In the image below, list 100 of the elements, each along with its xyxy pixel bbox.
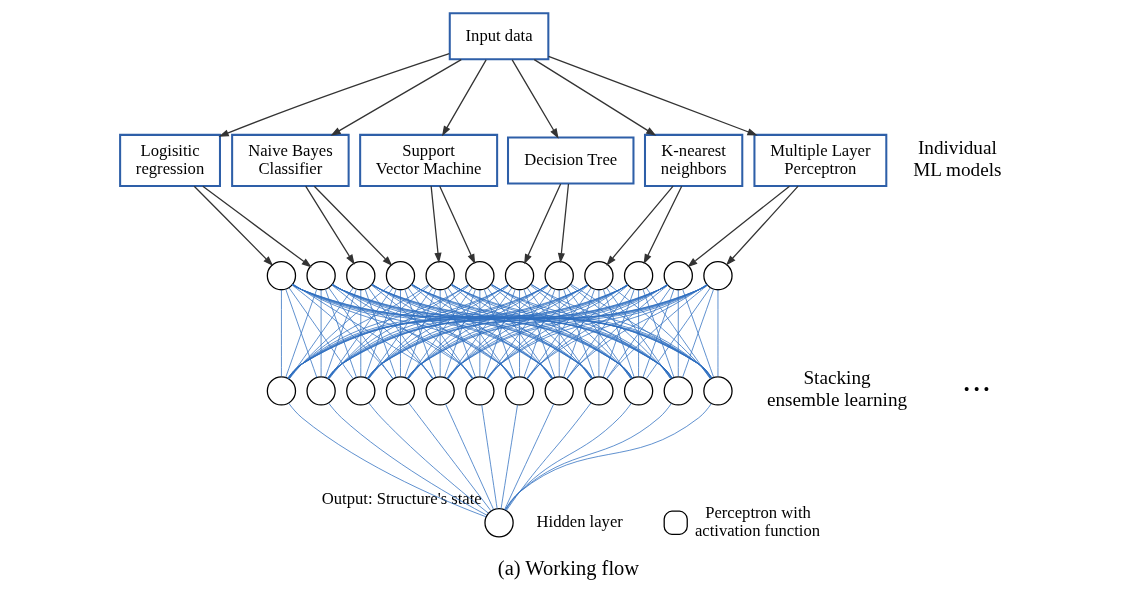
connector <box>563 289 595 378</box>
connector <box>364 289 397 378</box>
connector <box>558 289 560 377</box>
node-circle <box>425 260 455 291</box>
connector <box>288 403 487 518</box>
node-circle <box>266 260 297 291</box>
legend-label: Perceptron with activation function <box>694 503 821 541</box>
arrow <box>687 185 791 268</box>
connector <box>500 404 518 510</box>
connector <box>328 287 394 380</box>
connector <box>447 287 513 380</box>
connector <box>487 287 552 380</box>
connector <box>400 289 401 377</box>
node-circle <box>623 376 654 406</box>
connector <box>717 289 719 377</box>
node-circle <box>663 260 693 291</box>
connector <box>439 289 441 377</box>
connector <box>519 289 520 377</box>
connector <box>325 289 357 378</box>
connector <box>602 289 635 378</box>
arrow <box>439 185 476 265</box>
connector <box>481 404 498 510</box>
label: Stacking ensemble learning <box>766 367 908 411</box>
connector <box>407 287 473 380</box>
connector <box>281 289 282 377</box>
arrow <box>606 185 674 266</box>
arrow <box>643 185 683 265</box>
connector <box>638 289 639 377</box>
node-box: Input data <box>448 12 550 61</box>
arrow <box>511 59 559 139</box>
node-circle <box>504 260 535 291</box>
connector <box>677 289 679 377</box>
arrow <box>557 183 570 264</box>
connector <box>288 287 354 380</box>
connector <box>645 287 711 380</box>
node-circle <box>266 376 297 406</box>
node-circle <box>504 376 535 406</box>
node-circle <box>425 376 455 406</box>
arrow <box>330 58 462 136</box>
node-circle <box>306 260 336 291</box>
node-circle <box>623 260 654 291</box>
connector <box>504 403 712 511</box>
node-circle <box>544 376 574 406</box>
arrow <box>313 185 393 267</box>
connector <box>368 287 433 380</box>
connector <box>445 403 495 510</box>
node-box: Support Vector Machine <box>359 133 499 188</box>
node-circle <box>663 376 693 406</box>
arrow <box>202 185 312 268</box>
node-circle <box>703 260 733 291</box>
label: Hidden layer <box>536 512 623 532</box>
arrow <box>218 53 450 137</box>
node-box: Naive Bayes Classifier <box>231 133 350 188</box>
connector <box>360 289 362 377</box>
connector <box>505 403 672 510</box>
node-circle <box>346 260 376 291</box>
node-circle <box>385 376 416 406</box>
connector <box>404 289 437 378</box>
connector <box>285 289 318 378</box>
connector <box>368 402 489 514</box>
connector <box>505 402 632 511</box>
node-circle <box>584 376 614 406</box>
arrow <box>430 185 442 264</box>
label: • • • <box>963 380 990 400</box>
node-box: K-nearest neighbors <box>643 133 744 188</box>
node-circle <box>306 376 336 406</box>
arrow <box>533 58 657 136</box>
connector <box>598 289 600 377</box>
node-circle <box>465 376 495 406</box>
connector <box>479 289 481 377</box>
node-circle <box>584 260 614 291</box>
node-circle <box>346 376 376 406</box>
arrow <box>441 59 487 137</box>
connector <box>444 289 476 378</box>
connector <box>320 289 322 377</box>
node-box: Logisitic regression <box>119 133 221 188</box>
node-label: Output: Structure's state <box>321 489 482 509</box>
connector <box>642 289 675 378</box>
connector <box>328 402 488 516</box>
connector <box>408 402 492 512</box>
node-circle <box>544 260 574 291</box>
connector <box>504 403 555 510</box>
node-circle <box>484 508 514 538</box>
node-circle <box>703 376 733 406</box>
arrow <box>524 183 562 265</box>
node-circle <box>385 260 416 291</box>
arrow <box>193 185 274 267</box>
node-circle <box>465 260 495 291</box>
caption: (a) Working flow <box>497 556 640 579</box>
connector <box>566 287 632 380</box>
node-box: Decision Tree <box>507 136 635 185</box>
arrow <box>547 55 758 136</box>
connector <box>523 289 556 378</box>
node-box: Multiple Layer Perceptron <box>753 133 888 188</box>
connector <box>506 402 592 511</box>
label: Individual ML models <box>913 137 1002 180</box>
connector <box>526 287 592 380</box>
arrow <box>725 185 799 266</box>
arrow <box>305 185 355 265</box>
connector <box>483 289 516 378</box>
